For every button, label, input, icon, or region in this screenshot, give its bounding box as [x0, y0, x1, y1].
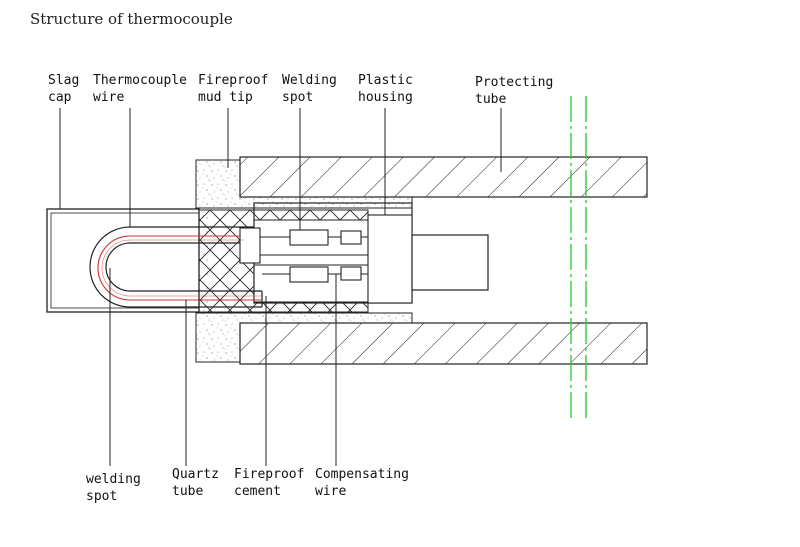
- label-fireproof-mud-tip-2: mud tip: [198, 90, 253, 105]
- labels: Slag cap Thermocouple wire Fireproof mud…: [48, 73, 553, 504]
- label-welding-spot-bottom-2: spot: [86, 489, 117, 504]
- fireproof-cement: [195, 209, 374, 313]
- label-welding-spot-bottom-1: welding: [86, 472, 141, 487]
- protecting-tube-bottom-wall: [239, 322, 648, 365]
- leader-lines: [59, 108, 502, 466]
- label-fireproof-mud-tip-1: Fireproof: [198, 73, 268, 88]
- label-compensating-wire-2: wire: [315, 484, 346, 499]
- thermocouple-wire: [97, 235, 262, 301]
- label-thermocouple-wire-2: wire: [93, 90, 124, 105]
- label-fireproof-cement-2: cement: [234, 484, 281, 499]
- plastic-housing: [253, 202, 489, 304]
- label-slag-cap-1: Slag: [48, 73, 79, 88]
- welding-spots: [239, 227, 368, 283]
- label-compensating-wire-1: Compensating: [315, 467, 409, 482]
- break-lines: [570, 96, 587, 420]
- label-plastic-housing-2: housing: [358, 90, 413, 105]
- label-quartz-tube-1: Quartz: [172, 467, 219, 482]
- label-welding-spot-top-2: spot: [282, 90, 313, 105]
- quartz-tube: [89, 226, 263, 308]
- label-protecting-tube-2: tube: [475, 92, 506, 107]
- protecting-tube: [239, 156, 648, 365]
- page-title: Structure of thermocouple: [30, 10, 233, 28]
- label-plastic-housing-1: Plastic: [358, 73, 413, 88]
- label-protecting-tube-1: Protecting: [475, 75, 553, 90]
- label-thermocouple-wire-1: Thermocouple: [93, 73, 187, 88]
- protecting-tube-top-wall: [239, 156, 648, 198]
- label-slag-cap-2: cap: [48, 90, 72, 105]
- label-welding-spot-top-1: Welding: [282, 73, 337, 88]
- label-quartz-tube-2: tube: [172, 484, 203, 499]
- slag-cap: [46, 208, 200, 313]
- label-fireproof-cement-1: Fireproof: [234, 467, 304, 482]
